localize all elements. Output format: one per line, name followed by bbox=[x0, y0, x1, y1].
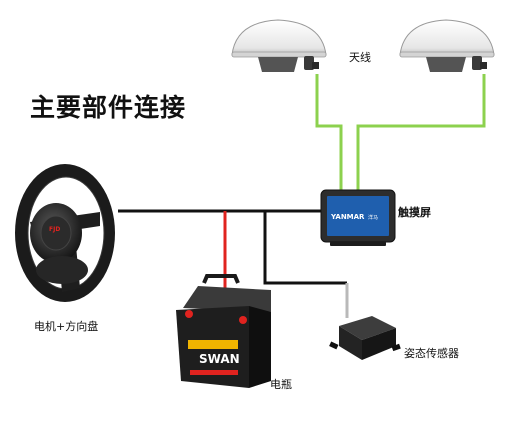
screen-brand: YANMAR bbox=[330, 213, 365, 221]
gnss-cables bbox=[315, 74, 486, 192]
screen-brand-cn: 洋马 bbox=[368, 214, 378, 221]
battery-brand: SWAN bbox=[199, 352, 240, 366]
motor-wheel-label: 电机+方向盘 bbox=[34, 320, 99, 333]
touchscreen-device: YANMAR 洋马 bbox=[320, 189, 396, 246]
touchscreen-label: 触摸屏 bbox=[398, 206, 431, 219]
antenna-right bbox=[399, 19, 495, 72]
battery-device: SWAN bbox=[176, 274, 271, 388]
signal-cables bbox=[118, 209, 347, 285]
page-title: 主要部件连接 bbox=[30, 93, 187, 122]
attitude-sensor-label: 姿态传感器 bbox=[404, 347, 459, 360]
wheel-logo: FJD bbox=[49, 226, 60, 233]
attitude-sensor-device bbox=[329, 316, 401, 360]
battery-label: 电瓶 bbox=[270, 378, 292, 391]
steering-wheel-motor: FJD bbox=[15, 164, 115, 302]
antenna-left bbox=[231, 19, 327, 72]
antenna-label: 天线 bbox=[349, 51, 371, 64]
